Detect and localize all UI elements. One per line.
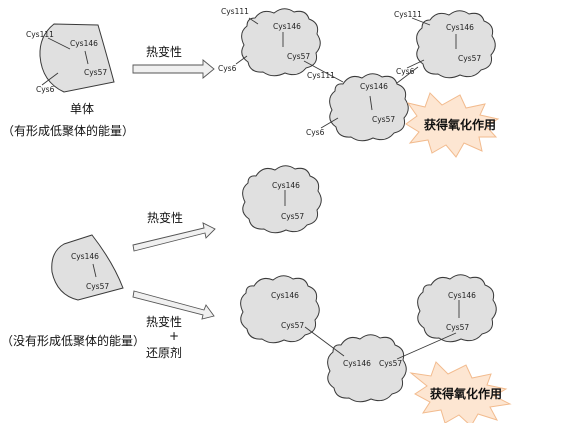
label-cys111: Cys111 [221, 7, 249, 16]
disulfide-bond-line [396, 332, 457, 360]
unfolded-protein-cloud: Cys146 Cys57 [327, 334, 407, 403]
label-cys146: Cys146 [448, 291, 476, 300]
heat-arrow-upper: 热变性 [132, 210, 216, 252]
label-cys111: Cys111 [394, 10, 422, 19]
monomer-bottom: Cys146 Cys57 [51, 234, 124, 301]
unfolded-protein-cloud: Cys146 Cys57 [242, 165, 322, 234]
bottom-energy-note: （没有形成低聚体的能量） [1, 333, 145, 348]
label-cys6: Cys6 [396, 67, 415, 76]
label-cys57: Cys57 [287, 52, 310, 61]
plus-sign: + [169, 329, 179, 343]
oxidation-label-top: 获得氧化作用 [423, 117, 496, 132]
label-cys57: Cys57 [84, 68, 107, 77]
label-cys146: Cys146 [273, 22, 301, 31]
monomer-shape [39, 23, 115, 93]
monomer-top: Cys111 Cys146 Cys57 Cys6 [26, 23, 115, 94]
monomer-shape [51, 234, 124, 301]
reducing-agent-label: 还原剂 [146, 345, 182, 360]
label-cys146: Cys146 [360, 82, 388, 91]
label-cys57: Cys57 [379, 359, 402, 368]
unfolded-protein-cloud: Cys111 Cys146 Cys57 Cys6 [394, 10, 496, 79]
top-energy-note: （有形成低聚体的能量） [2, 123, 134, 138]
label-cys146: Cys146 [70, 39, 98, 48]
label-cys146: Cys146 [343, 359, 371, 368]
label-cys146: Cys146 [272, 181, 300, 190]
unfolded-protein-cloud: Cys111 Cys146 Cys57 Cys6 [306, 71, 409, 142]
label-cys146: Cys146 [446, 23, 474, 32]
label-cys57: Cys57 [86, 282, 109, 291]
label-cys57: Cys57 [458, 54, 481, 63]
disulfide-bond-line [396, 66, 419, 84]
disulfide-bond-line [304, 326, 345, 357]
cys6-tick [41, 72, 59, 86]
heat-arrow-lower: 热变性 + 还原剂 [132, 290, 215, 360]
label-cys6: Cys6 [306, 128, 325, 137]
label-cys146: Cys146 [71, 252, 99, 261]
cys146-cys57-bond [92, 263, 97, 278]
label-cys111: Cys111 [26, 30, 54, 39]
label-cys57: Cys57 [372, 115, 395, 124]
oxidation-label-bottom: 获得氧化作用 [429, 386, 502, 401]
disulfide-bond-line [303, 60, 344, 83]
label-cys57: Cys57 [446, 323, 469, 332]
heat-label-lower: 热变性 [146, 314, 182, 329]
heat-label-upper: 热变性 [147, 210, 183, 225]
unfolded-protein-cloud: Cys146 Cys57 [240, 275, 320, 344]
heat-arrow-top: 热变性 [132, 44, 215, 79]
heat-label-top: 热变性 [146, 44, 182, 59]
label-cys6: Cys6 [218, 64, 237, 73]
cys111-tick [47, 37, 71, 50]
unfolded-protein-cloud: Cys111 Cys146 Cys57 Cys6 [218, 7, 321, 77]
monomer-label: 单体 [70, 102, 94, 116]
label-cys146: Cys146 [271, 291, 299, 300]
label-cys57: Cys57 [281, 321, 304, 330]
oxidation-burst: 获得氧化作用 [409, 361, 512, 423]
unfolded-protein-cloud: Cys146 Cys57 [417, 274, 497, 343]
label-cys111: Cys111 [307, 71, 335, 80]
label-cys6: Cys6 [36, 85, 55, 94]
label-cys57: Cys57 [281, 212, 304, 221]
oxidation-burst: 获得氧化作用 [405, 92, 500, 158]
cys146-cys57-bond [84, 50, 89, 65]
